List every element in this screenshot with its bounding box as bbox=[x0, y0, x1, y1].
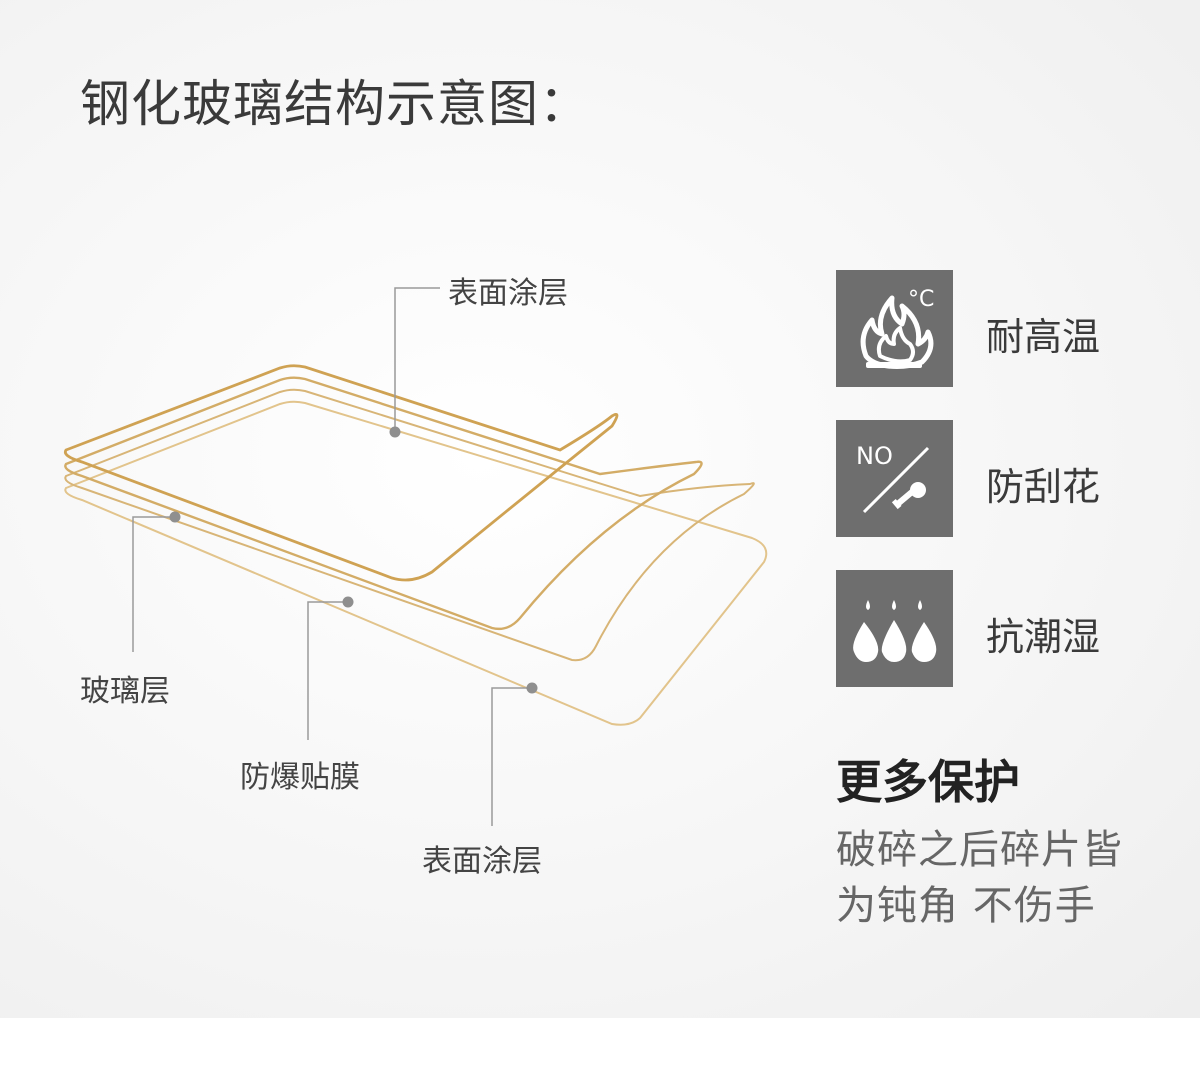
feature-moisture-resistant: 抗潮湿 bbox=[836, 570, 1156, 688]
label-top-coating: 表面涂层 bbox=[448, 276, 568, 311]
feature-label-moisture: 抗潮湿 bbox=[986, 615, 1101, 659]
leader-glass bbox=[132, 516, 175, 652]
feature-label-heat: 耐高温 bbox=[986, 315, 1101, 359]
background-panel bbox=[0, 0, 1200, 1018]
layer-glass bbox=[64, 376, 703, 631]
layer-top-coating bbox=[63, 364, 619, 582]
leader-top-coating bbox=[394, 287, 440, 432]
label-bottom-coating: 表面涂层 bbox=[422, 844, 542, 879]
leader-bottom-coating bbox=[491, 687, 532, 826]
layer-bottom-coating bbox=[64, 400, 768, 726]
label-glass-layer: 玻璃层 bbox=[80, 674, 170, 709]
dot-bottom-coating bbox=[526, 682, 538, 694]
leader-film bbox=[307, 601, 348, 740]
more-protection-desc: 破碎之后碎片皆 为钝角 不伤手 bbox=[836, 822, 1176, 934]
water-drops-icon bbox=[836, 570, 953, 687]
no-scratch-key-icon: NO bbox=[836, 420, 953, 537]
celsius-mark: °C bbox=[908, 287, 934, 312]
dot-film bbox=[342, 596, 354, 608]
more-desc-line-2: 为钝角 不伤手 bbox=[836, 883, 1096, 929]
more-protection-title: 更多保护 bbox=[836, 755, 1020, 809]
dot-top-coating bbox=[389, 426, 401, 438]
dot-glass bbox=[169, 511, 181, 523]
feature-heat-resistant: °C 耐高温 bbox=[836, 270, 1156, 388]
label-film: 防爆贴膜 bbox=[240, 760, 360, 795]
flame-icon: °C bbox=[836, 270, 953, 387]
more-desc-line-1: 破碎之后碎片皆 bbox=[836, 827, 1123, 873]
feature-label-scratch: 防刮花 bbox=[986, 465, 1101, 509]
feature-scratch-resistant: NO 防刮花 bbox=[836, 420, 1156, 538]
no-mark: NO bbox=[856, 442, 893, 470]
glass-structure-diagram bbox=[63, 287, 768, 826]
layer-film bbox=[64, 388, 755, 662]
page-title: 钢化玻璃结构示意图： bbox=[80, 75, 590, 133]
